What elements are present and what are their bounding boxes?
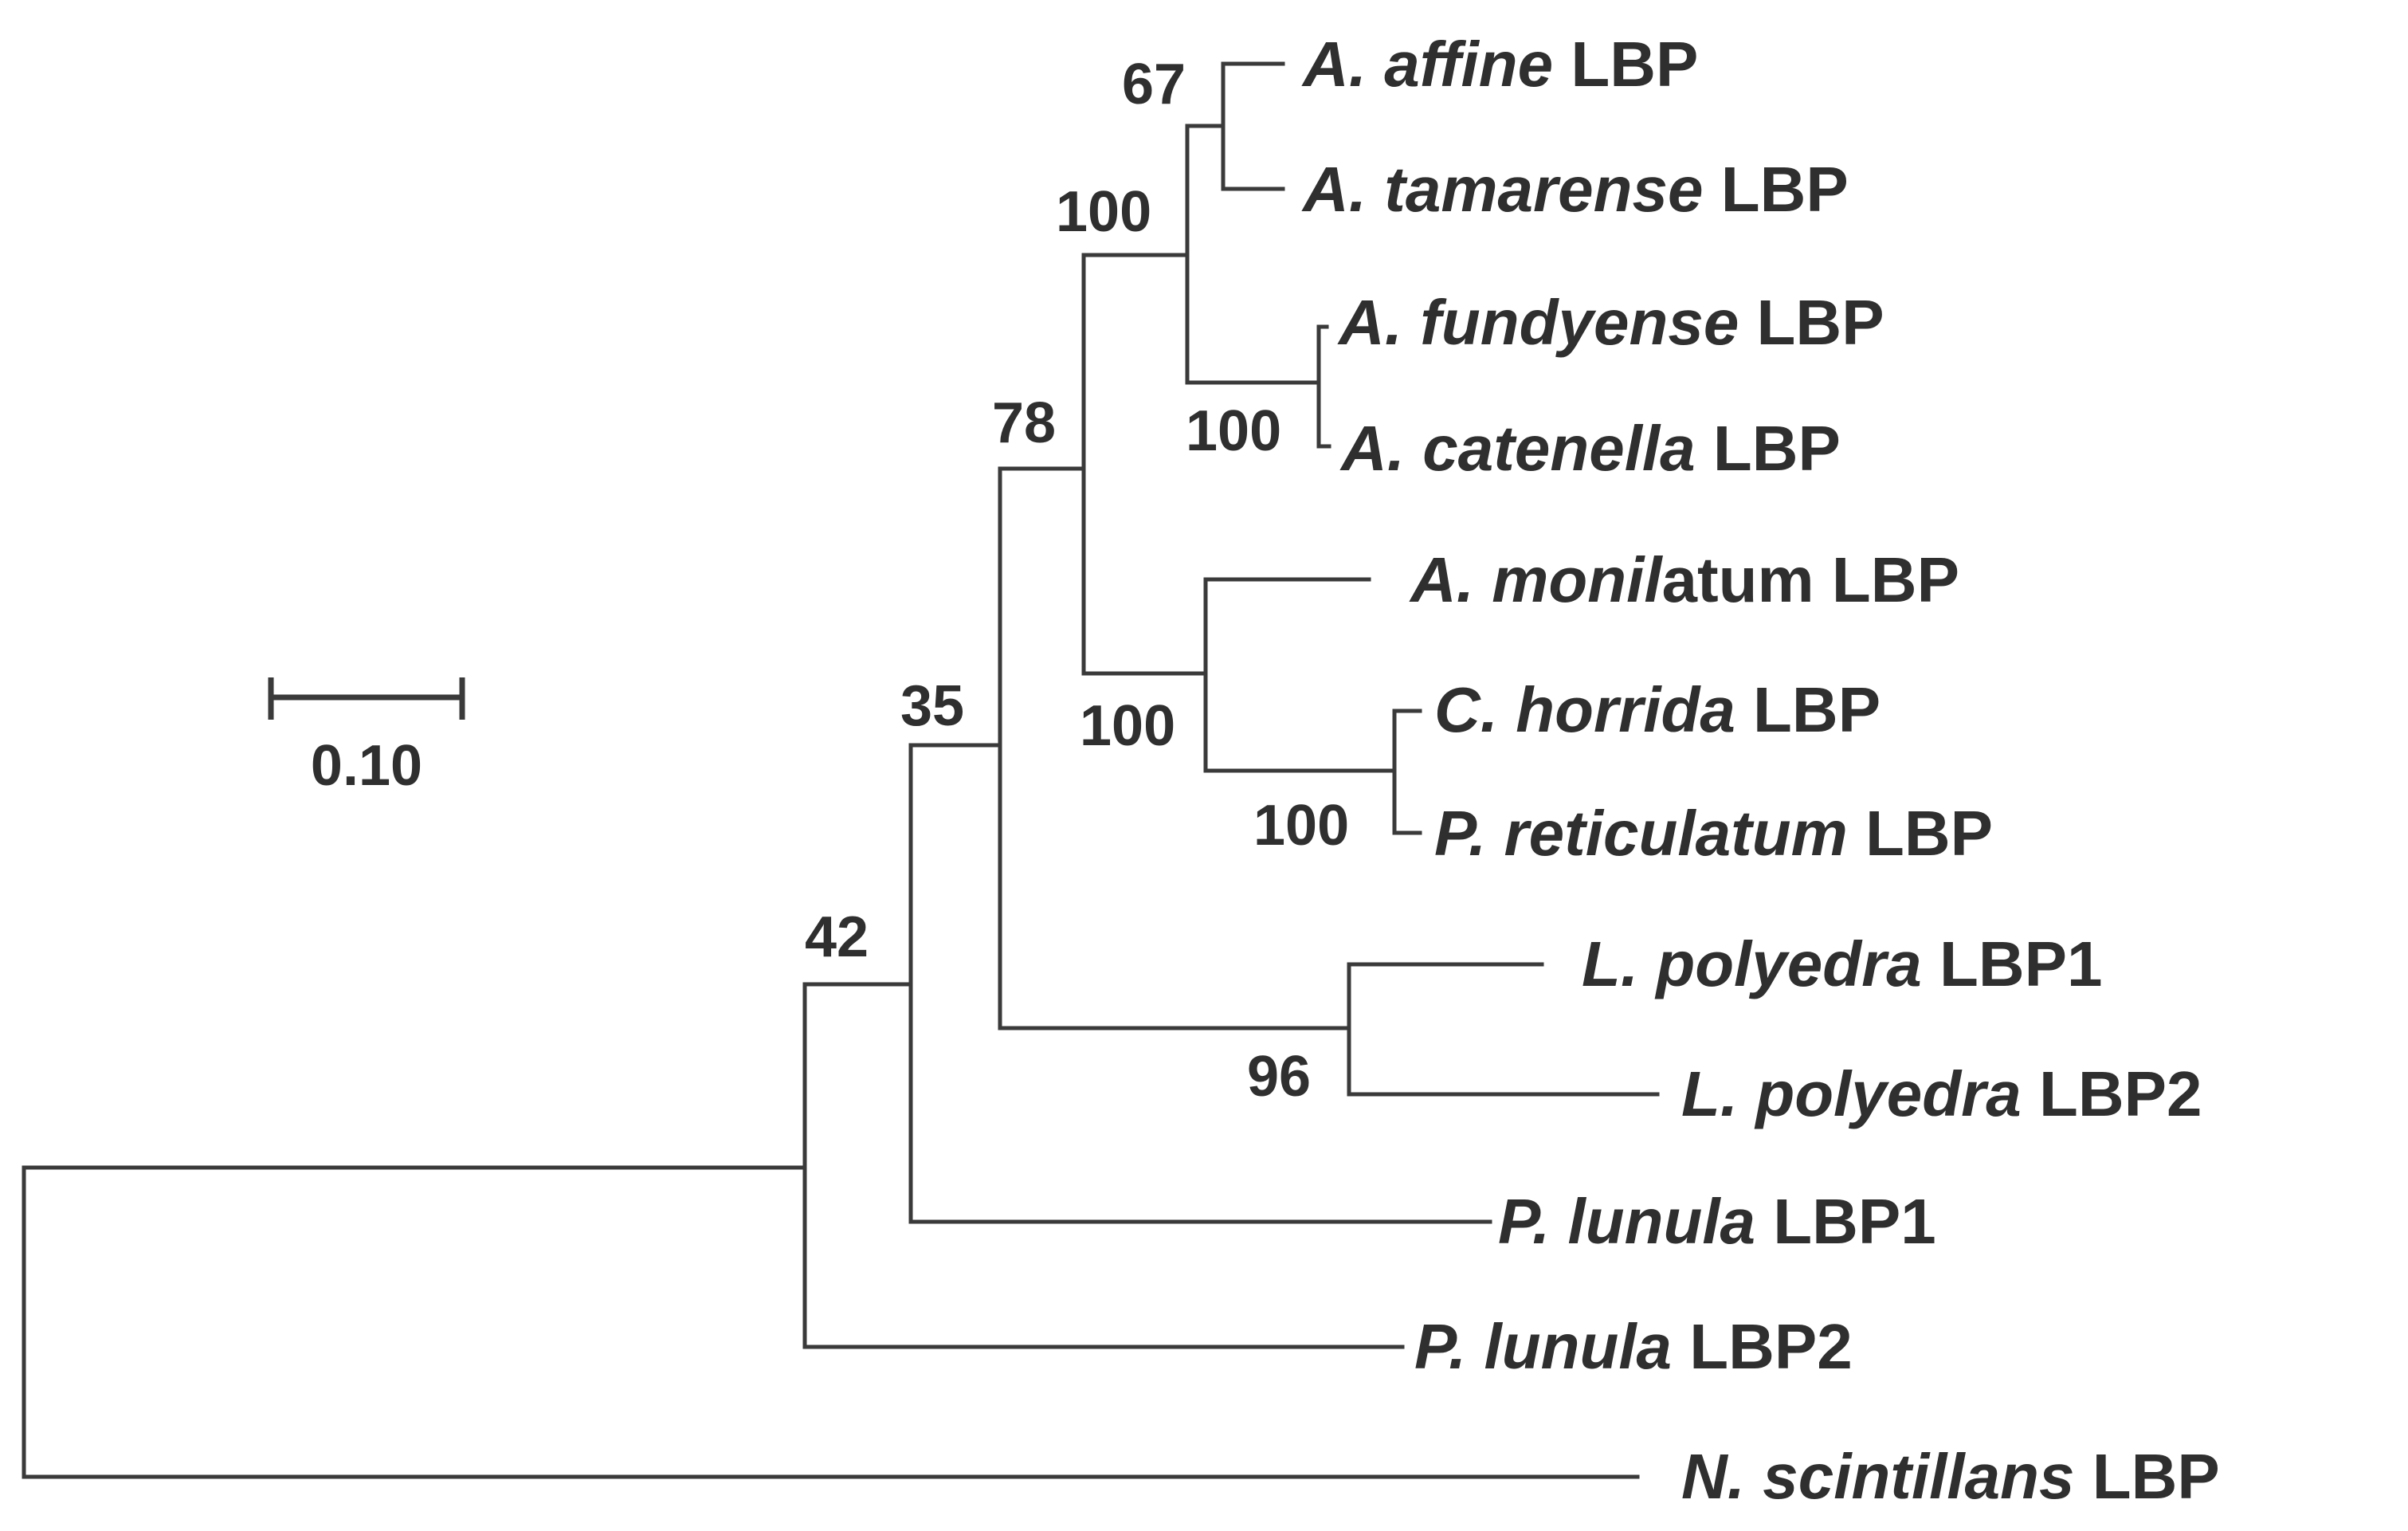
support-value-horr-ret: 100 — [1253, 794, 1349, 858]
support-value-96: 96 — [1247, 1045, 1311, 1109]
leaf-label-reticulatum: P. reticulatum LBP — [1434, 798, 1993, 869]
leaf-label-plunula1: P. lunula LBP1 — [1498, 1186, 1936, 1257]
scale-bar: 0.10 — [268, 677, 465, 798]
leaf-label-tamarense: A. tamarense LBP — [1301, 154, 1849, 225]
leaf-label-horrida: C. horrida LBP — [1434, 674, 1881, 745]
leaf-label-fundyense: A. fundyense LBP — [1337, 287, 1884, 358]
scale-bar-label: 0.10 — [311, 734, 422, 798]
support-value-fund-cat: 100 — [1186, 399, 1281, 463]
leaf-label-catenella: A. catenella LBP — [1339, 413, 1841, 484]
leaf-label-plunula2: P. lunula LBP2 — [1414, 1311, 1853, 1382]
leaf-label-lpolyedra2: L. polyedra LBP2 — [1681, 1058, 2202, 1129]
support-value-78: 78 — [992, 391, 1056, 455]
leaf-labels: A. affine LBP A. tamarense LBP A. fundye… — [1301, 29, 2220, 1512]
leaf-label-affine: A. affine LBP — [1301, 29, 1698, 100]
support-value-42: 42 — [805, 905, 869, 969]
leaf-label-lpolyedra1: L. polyedra LBP1 — [1582, 928, 2103, 999]
leaf-label-nscintillans: N. scintillans LBP — [1681, 1441, 2220, 1512]
tree-branches — [22, 61, 1660, 1479]
support-value-monil: 100 — [1080, 694, 1175, 758]
leaf-label-monilatum: A. monilatum LBP — [1409, 544, 1959, 615]
support-value-alex-core: 100 — [1056, 180, 1151, 244]
support-values: 67 100 100 78 100 100 96 35 42 — [805, 53, 1349, 1109]
support-value-67: 67 — [1122, 53, 1186, 116]
support-value-35: 35 — [900, 674, 964, 738]
